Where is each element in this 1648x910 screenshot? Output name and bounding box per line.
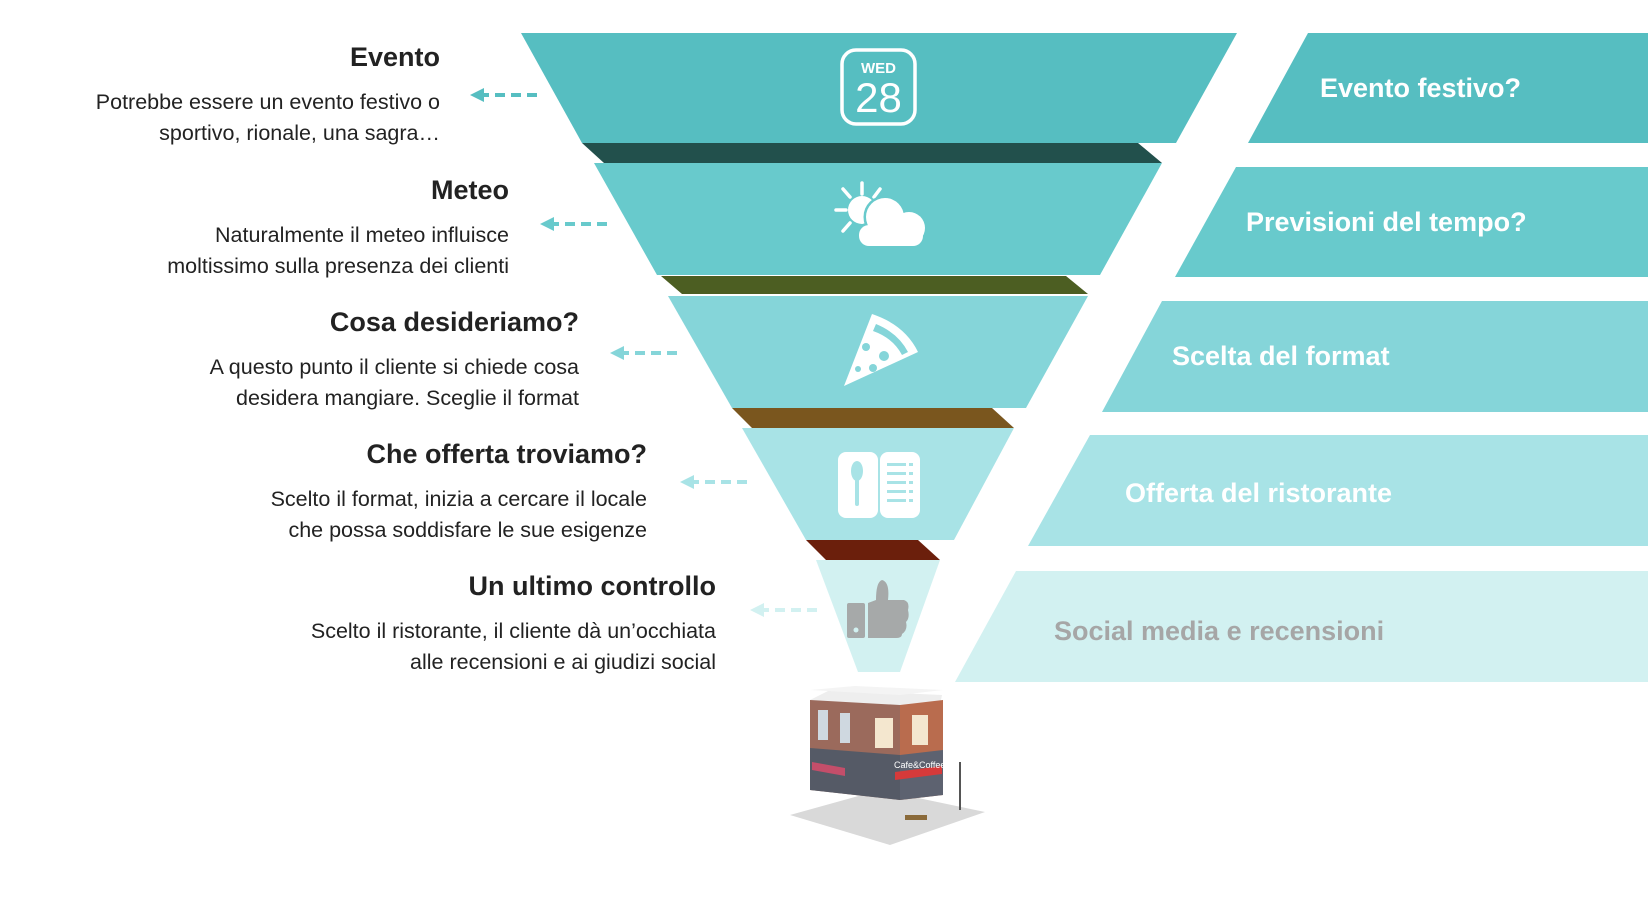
banner-3 [1102,301,1648,412]
funnel-strip-3 [732,408,1014,428]
funnel-strip-2 [661,276,1088,294]
arrow-left-icon [470,88,537,102]
step-description: Scelto il format, inizia a cercare il lo… [270,487,647,542]
calendar-date: 28 [855,74,902,121]
banner-4 [1028,435,1648,546]
banner-1 [1248,33,1648,143]
menu-icon [838,452,920,518]
step-cosa-desideriamo: Cosa desideriamo? A questo punto il clie… [59,306,579,414]
banner-label: Scelta del format [1172,341,1390,371]
arrow-left-icon [750,603,817,617]
arrow-left-icon [540,217,607,231]
step-evento: Evento Potrebbe essere un evento festivo… [0,41,440,149]
step-title: Meteo [430,175,509,205]
step-title: Che offerta troviamo? [366,439,647,469]
step-description: Scelto il ristorante, il cliente dà un’o… [310,619,716,674]
banner-5 [955,571,1648,682]
funnel-strip-1 [582,143,1162,163]
funnel-strip-4 [806,540,940,560]
banner-label: Offerta del ristorante [1125,478,1393,508]
banner-label: Evento festivo? [1320,73,1522,103]
calendar-day: WED [861,60,896,77]
step-title: Evento [349,42,440,72]
step-description: A questo punto il cliente si chiede cosa… [209,355,579,410]
arrow-left-icon [680,475,747,489]
banner-2 [1175,167,1648,277]
calendar-icon: WED 28 [840,48,917,126]
step-che-offerta: Che offerta troviamo? Scelto il format, … [127,438,647,546]
funnel-band-1 [521,33,1237,143]
arrow-left-icon [610,346,677,360]
step-title: Cosa desideriamo? [329,307,579,337]
building-sign: Cafe&Coffee [894,760,945,770]
banner-label: Previsioni del tempo? [1246,207,1527,237]
banner-label: Social media e recensioni [1054,616,1385,646]
restaurant-building-image: Cafe&Coffee [790,686,985,845]
weather-icon [834,181,928,248]
thumbs-up-icon [847,580,909,638]
step-title: Un ultimo controllo [468,571,716,601]
pizza-icon [844,314,918,386]
step-ultimo-controllo: Un ultimo controllo Scelto il ristorante… [196,570,716,678]
